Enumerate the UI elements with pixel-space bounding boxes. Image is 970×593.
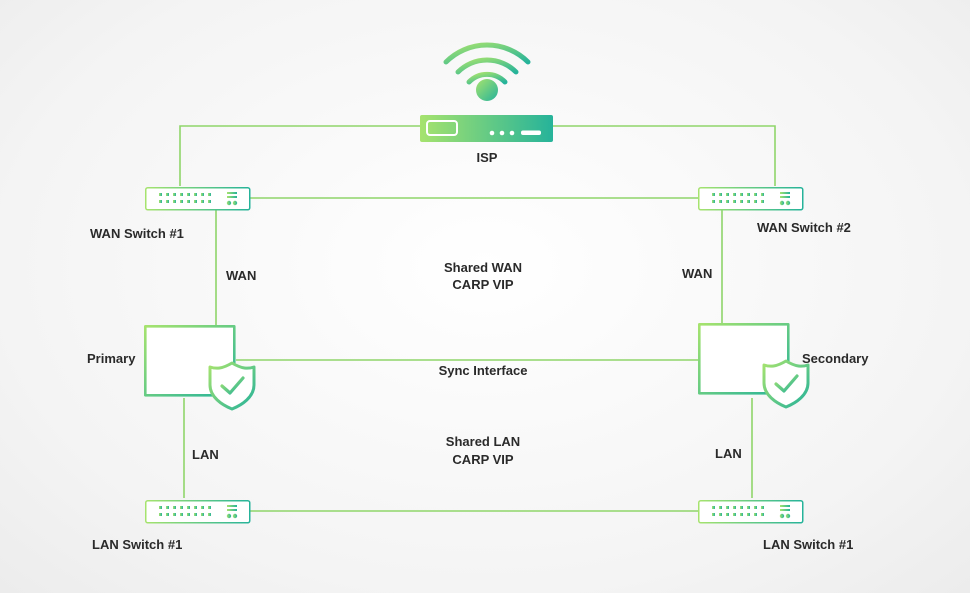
wifi-icon [443, 42, 531, 101]
secondary-label: Secondary [802, 351, 869, 366]
connection-lines [179, 125, 776, 512]
wan-switch-1-label: WAN Switch #1 [90, 226, 184, 241]
wan-switch-2-icon [698, 187, 804, 211]
isp-modem-icon [420, 115, 553, 142]
primary-firewall-icon [142, 323, 256, 411]
wan-left-label: WAN [226, 268, 257, 283]
lan-switch-2-icon [698, 500, 804, 524]
primary-label: Primary [87, 351, 136, 366]
lan-switch-1-icon [145, 500, 251, 524]
isp-label: ISP [476, 150, 498, 165]
lan-switch-1-label: LAN Switch #1 [92, 537, 183, 552]
lan-right-label: LAN [715, 446, 742, 461]
shared-wan-label-line2: CARP VIP [452, 277, 514, 292]
wan-switch-2-label: WAN Switch #2 [757, 220, 851, 235]
lan-switch-2-label: LAN Switch #1 [763, 537, 854, 552]
secondary-firewall-icon [696, 321, 810, 409]
shared-lan-label-line1: Shared LAN [445, 434, 521, 449]
shared-lan-label-line2: CARP VIP [452, 452, 514, 467]
isp-wan1-link [179, 125, 420, 186]
lan-left-label: LAN [192, 447, 219, 462]
wan-right-label: WAN [682, 266, 713, 281]
shared-wan-label-line1: Shared WAN [443, 260, 523, 275]
sync-interface-label: Sync Interface [438, 363, 528, 378]
isp-wan2-link [553, 125, 776, 186]
wan-switch-1-icon [145, 187, 251, 211]
